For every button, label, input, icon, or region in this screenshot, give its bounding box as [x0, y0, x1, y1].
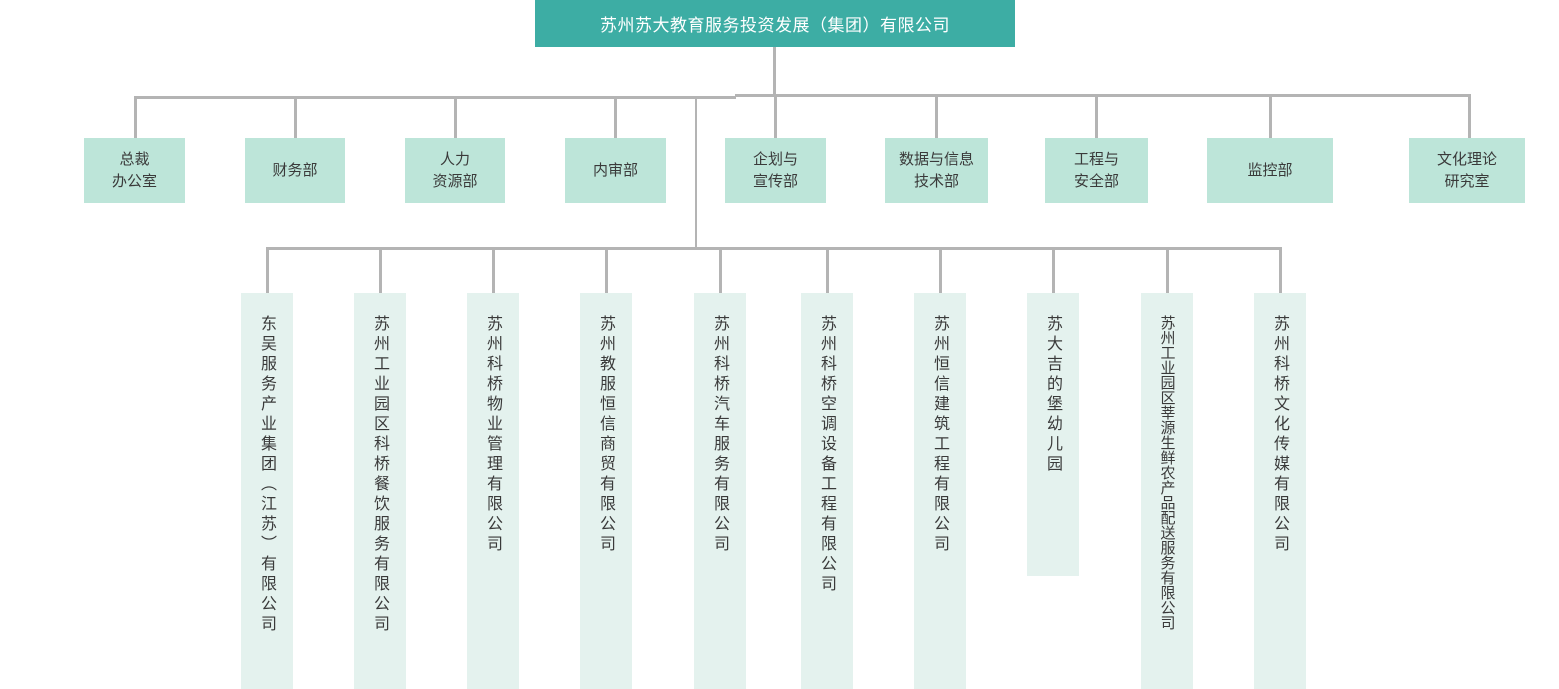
root-company-node[interactable]: 苏州苏大教育服务投资发展（集团）有限公司	[535, 0, 1015, 47]
subsidiary-label: 苏州工业园区莘源生鲜农产品配送服务有限公司	[1158, 315, 1177, 630]
connector-drop-dept-7	[1095, 94, 1098, 138]
connector-drop-sub-5	[719, 247, 722, 293]
connector-drop-dept-6	[935, 94, 938, 138]
subsidiary-label: 东吴服务产业集团（江苏）有限公司	[258, 315, 277, 635]
subsidiary-label: 苏州恒信建筑工程有限公司	[931, 315, 950, 555]
connector-drop-sub-4	[605, 247, 608, 293]
department-node-data-information-technology[interactable]: 数据与信息 技术部	[885, 138, 988, 203]
subsidiary-node-keqiao-culture-media[interactable]: 苏州科桥文化传媒有限公司	[1254, 293, 1306, 689]
connector-drop-dept-5	[774, 94, 777, 138]
subsidiary-label: 苏州科桥空调设备工程有限公司	[818, 315, 837, 595]
connector-drop-sub-9	[1166, 247, 1169, 293]
subsidiary-label: 苏州科桥汽车服务有限公司	[711, 315, 730, 555]
subsidiary-label: 苏大吉的堡幼儿园	[1044, 315, 1063, 475]
subsidiary-node-keqiao-air-conditioning-engineering[interactable]: 苏州科桥空调设备工程有限公司	[801, 293, 853, 689]
connector-drop-dept-9	[1468, 94, 1471, 138]
connector-drop-sub-2	[379, 247, 382, 293]
connector-drop-sub-8	[1052, 247, 1055, 293]
subsidiary-label: 苏州科桥物业管理有限公司	[484, 315, 503, 555]
department-node-culture-theory-research[interactable]: 文化理论 研究室	[1409, 138, 1525, 203]
connector-drop-sub-6	[826, 247, 829, 293]
department-node-engineering-safety[interactable]: 工程与 安全部	[1045, 138, 1148, 203]
connector-subsidiary-trunk	[695, 96, 697, 248]
connector-department-bus-left	[134, 96, 736, 99]
connector-subsidiary-bus	[266, 247, 1281, 250]
subsidiary-node-shenyuan-fresh-produce-distribution[interactable]: 苏州工业园区莘源生鲜农产品配送服务有限公司	[1141, 293, 1193, 689]
subsidiary-label: 苏州教服恒信商贸有限公司	[597, 315, 616, 555]
department-node-finance[interactable]: 财务部	[245, 138, 345, 203]
connector-drop-dept-4	[614, 96, 617, 138]
subsidiary-node-jiaofu-hengxin-trading[interactable]: 苏州教服恒信商贸有限公司	[580, 293, 632, 689]
connector-drop-sub-1	[266, 247, 269, 293]
subsidiary-label: 苏州工业园区科桥餐饮服务有限公司	[371, 315, 390, 635]
connector-drop-sub-10	[1279, 247, 1282, 293]
connector-drop-sub-7	[939, 247, 942, 293]
connector-drop-sub-3	[492, 247, 495, 293]
department-node-internal-audit[interactable]: 内审部	[565, 138, 666, 203]
connector-drop-dept-1	[134, 96, 137, 138]
subsidiary-label: 苏州科桥文化传媒有限公司	[1271, 315, 1290, 555]
subsidiary-node-suda-jidebao-kindergarten[interactable]: 苏大吉的堡幼儿园	[1027, 293, 1079, 576]
subsidiary-node-dongwu-service-industry-group[interactable]: 东吴服务产业集团（江苏）有限公司	[241, 293, 293, 689]
subsidiary-node-keqiao-auto-service[interactable]: 苏州科桥汽车服务有限公司	[694, 293, 746, 689]
connector-department-bus-right	[735, 94, 1469, 97]
connector-drop-dept-3	[454, 96, 457, 138]
department-node-monitoring[interactable]: 监控部	[1207, 138, 1333, 203]
subsidiary-node-keqiao-catering-service[interactable]: 苏州工业园区科桥餐饮服务有限公司	[354, 293, 406, 689]
connector-root-stub	[773, 47, 776, 96]
connector-drop-dept-2	[294, 96, 297, 138]
department-node-planning-publicity[interactable]: 企划与 宣传部	[725, 138, 826, 203]
subsidiary-node-hengxin-construction-engineering[interactable]: 苏州恒信建筑工程有限公司	[914, 293, 966, 689]
department-node-human-resources[interactable]: 人力 资源部	[405, 138, 505, 203]
subsidiary-node-keqiao-property-management[interactable]: 苏州科桥物业管理有限公司	[467, 293, 519, 689]
department-node-president-office[interactable]: 总裁 办公室	[84, 138, 185, 203]
connector-drop-dept-8	[1269, 94, 1272, 138]
